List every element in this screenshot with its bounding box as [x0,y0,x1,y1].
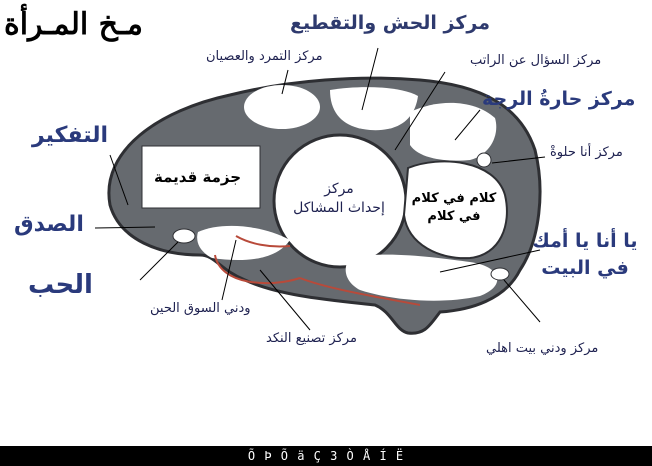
region-old-shoe [141,145,261,209]
label-old-shoe: جزمة قديمة [154,168,242,186]
label-salary: مركز السؤال عن الراتب [470,53,602,68]
label-sweet: مركز أنا حلوةْ [550,145,623,160]
red-curve-2 [299,277,421,306]
footer-bar: Õ Þ Õ ä Ç 3 Ò Å Í Ë [0,446,652,466]
label-honesty: الصدق [14,212,84,237]
region-sweet [476,152,492,168]
region-love [172,228,196,244]
red-curve-1 [214,254,301,285]
label-mom: يا أنا يا أمك في البيت [532,230,638,279]
label-spicy: مركز حارةُ الرجة [482,88,636,110]
label-market: ودني السوق الحين [150,301,251,316]
region-salary [410,102,497,161]
red-curve-3 [235,235,291,248]
label-problems: مركز إحداث المشاكل [293,181,385,216]
label-talk: كلام في كلام في كلام [411,191,497,225]
page-title: مـخ المـرأة [4,7,143,42]
region-rebellion [244,85,320,129]
region-lower [345,254,498,301]
label-family: مركز ودني بيت اهلي [486,341,599,356]
label-gossip: مركز الحش والتقطيع [290,12,491,34]
leader-lines [94,47,546,331]
region-family [490,267,510,281]
label-thinking: التفكير [32,123,109,148]
region-gossip [330,87,418,131]
label-rebellion: مركز التمرد والعصيان [206,49,323,64]
region-talk [402,160,508,260]
label-love: الحب [28,270,93,300]
label-nagging: مركز تصنيع النكد [266,331,357,346]
region-market [197,225,290,261]
